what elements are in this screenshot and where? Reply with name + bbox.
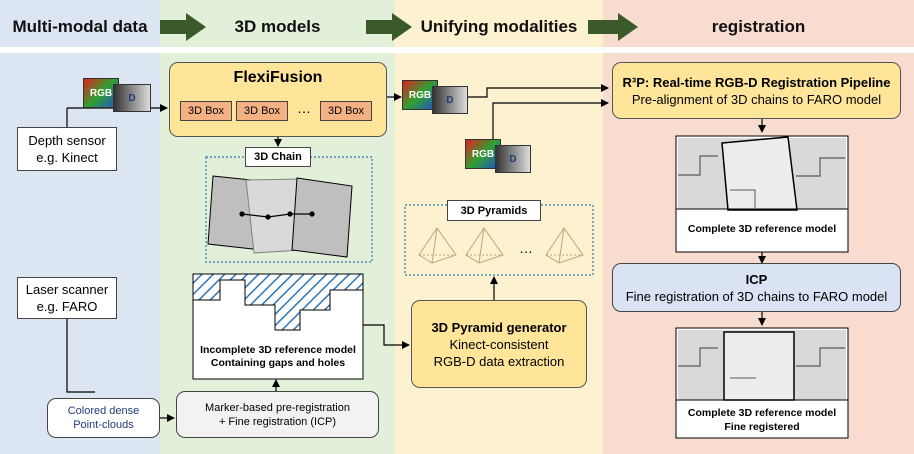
preregistration-line-2: + Fine registration (ICP): [218, 415, 337, 428]
incomplete-model-caption: Incomplete 3D reference model Containing…: [193, 344, 363, 370]
pyramid-ellipsis: …: [519, 240, 533, 256]
header-unifying: Unifying modalities: [420, 17, 578, 36]
pyramid-generator-title: 3D Pyramid generator: [431, 319, 567, 335]
incomplete-model-line-1: Incomplete 3D reference model: [200, 344, 356, 356]
final-model-line-2: Fine registered: [724, 421, 800, 433]
icp-title: ICP: [745, 271, 768, 287]
flexifusion-box: FlexiFusion: [169, 62, 387, 137]
point-clouds-label-2: Point-clouds: [73, 419, 134, 431]
header-multimodal: Multi-modal data: [12, 17, 148, 36]
r3p-box: R³P: Real-time RGB-D Registration Pipeli…: [612, 62, 901, 119]
point-clouds-label: Colored dense: [67, 405, 140, 417]
3d-box-2: 3D Box: [236, 101, 288, 121]
box-ellipsis: …: [297, 100, 311, 116]
header-3d-models: 3D models: [234, 17, 321, 36]
r3p-title: R³P: Real-time RGB-D Registration Pipeli…: [622, 74, 891, 90]
d-label: D: [113, 84, 151, 112]
point-clouds-box: Colored dense Point-clouds: [47, 398, 160, 438]
d-label: D: [432, 86, 468, 114]
preregistration-line-1: Marker-based pre-registration: [205, 401, 350, 414]
laser-scanner-box: Laser scanner e.g. FARO: [17, 277, 117, 319]
rgbd-icon-col3-mid: RGB D: [465, 139, 535, 175]
rgbd-icon-col1: RGB D: [83, 78, 153, 114]
header-separator: [0, 47, 914, 53]
r3p-subtitle: Pre-alignment of 3D chains to FARO model: [631, 91, 882, 107]
pyramid-generator-line-3: RGB-D data extraction: [433, 353, 565, 369]
icp-box: ICP Fine registration of 3D chains to FA…: [612, 263, 901, 312]
column-multimodal-bg: [0, 0, 160, 454]
rgbd-icon-col3-top: RGB D: [402, 80, 472, 116]
depth-sensor-example: e.g. Kinect: [36, 150, 98, 165]
d-label: D: [495, 145, 531, 173]
incomplete-model-line-2: Containing gaps and holes: [210, 357, 346, 369]
preregistration-box: Marker-based pre-registration + Fine reg…: [176, 391, 379, 438]
laser-scanner-label: Laser scanner: [25, 282, 109, 297]
3d-box-1: 3D Box: [180, 101, 232, 121]
final-model-caption: Complete 3D reference model Fine registe…: [676, 406, 848, 434]
laser-scanner-example: e.g. FARO: [36, 299, 98, 314]
icp-subtitle: Fine registration of 3D chains to FARO m…: [625, 288, 888, 304]
pyramid-generator-line-2: Kinect-consistent: [449, 336, 549, 352]
flexifusion-title: FlexiFusion: [233, 69, 323, 86]
header-registration: registration: [711, 17, 806, 36]
3d-box-3: 3D Box: [320, 101, 372, 121]
depth-sensor-box: Depth sensor e.g. Kinect: [17, 127, 117, 171]
complete-model-caption: Complete 3D reference model: [687, 223, 837, 235]
depth-sensor-label: Depth sensor: [28, 133, 106, 148]
final-model-line-1: Complete 3D reference model: [687, 407, 837, 419]
pyramid-generator-box: 3D Pyramid generator Kinect-consistent R…: [411, 300, 587, 388]
3d-chain-label: 3D Chain: [245, 147, 311, 167]
3d-pyramids-label: 3D Pyramids: [447, 200, 541, 221]
